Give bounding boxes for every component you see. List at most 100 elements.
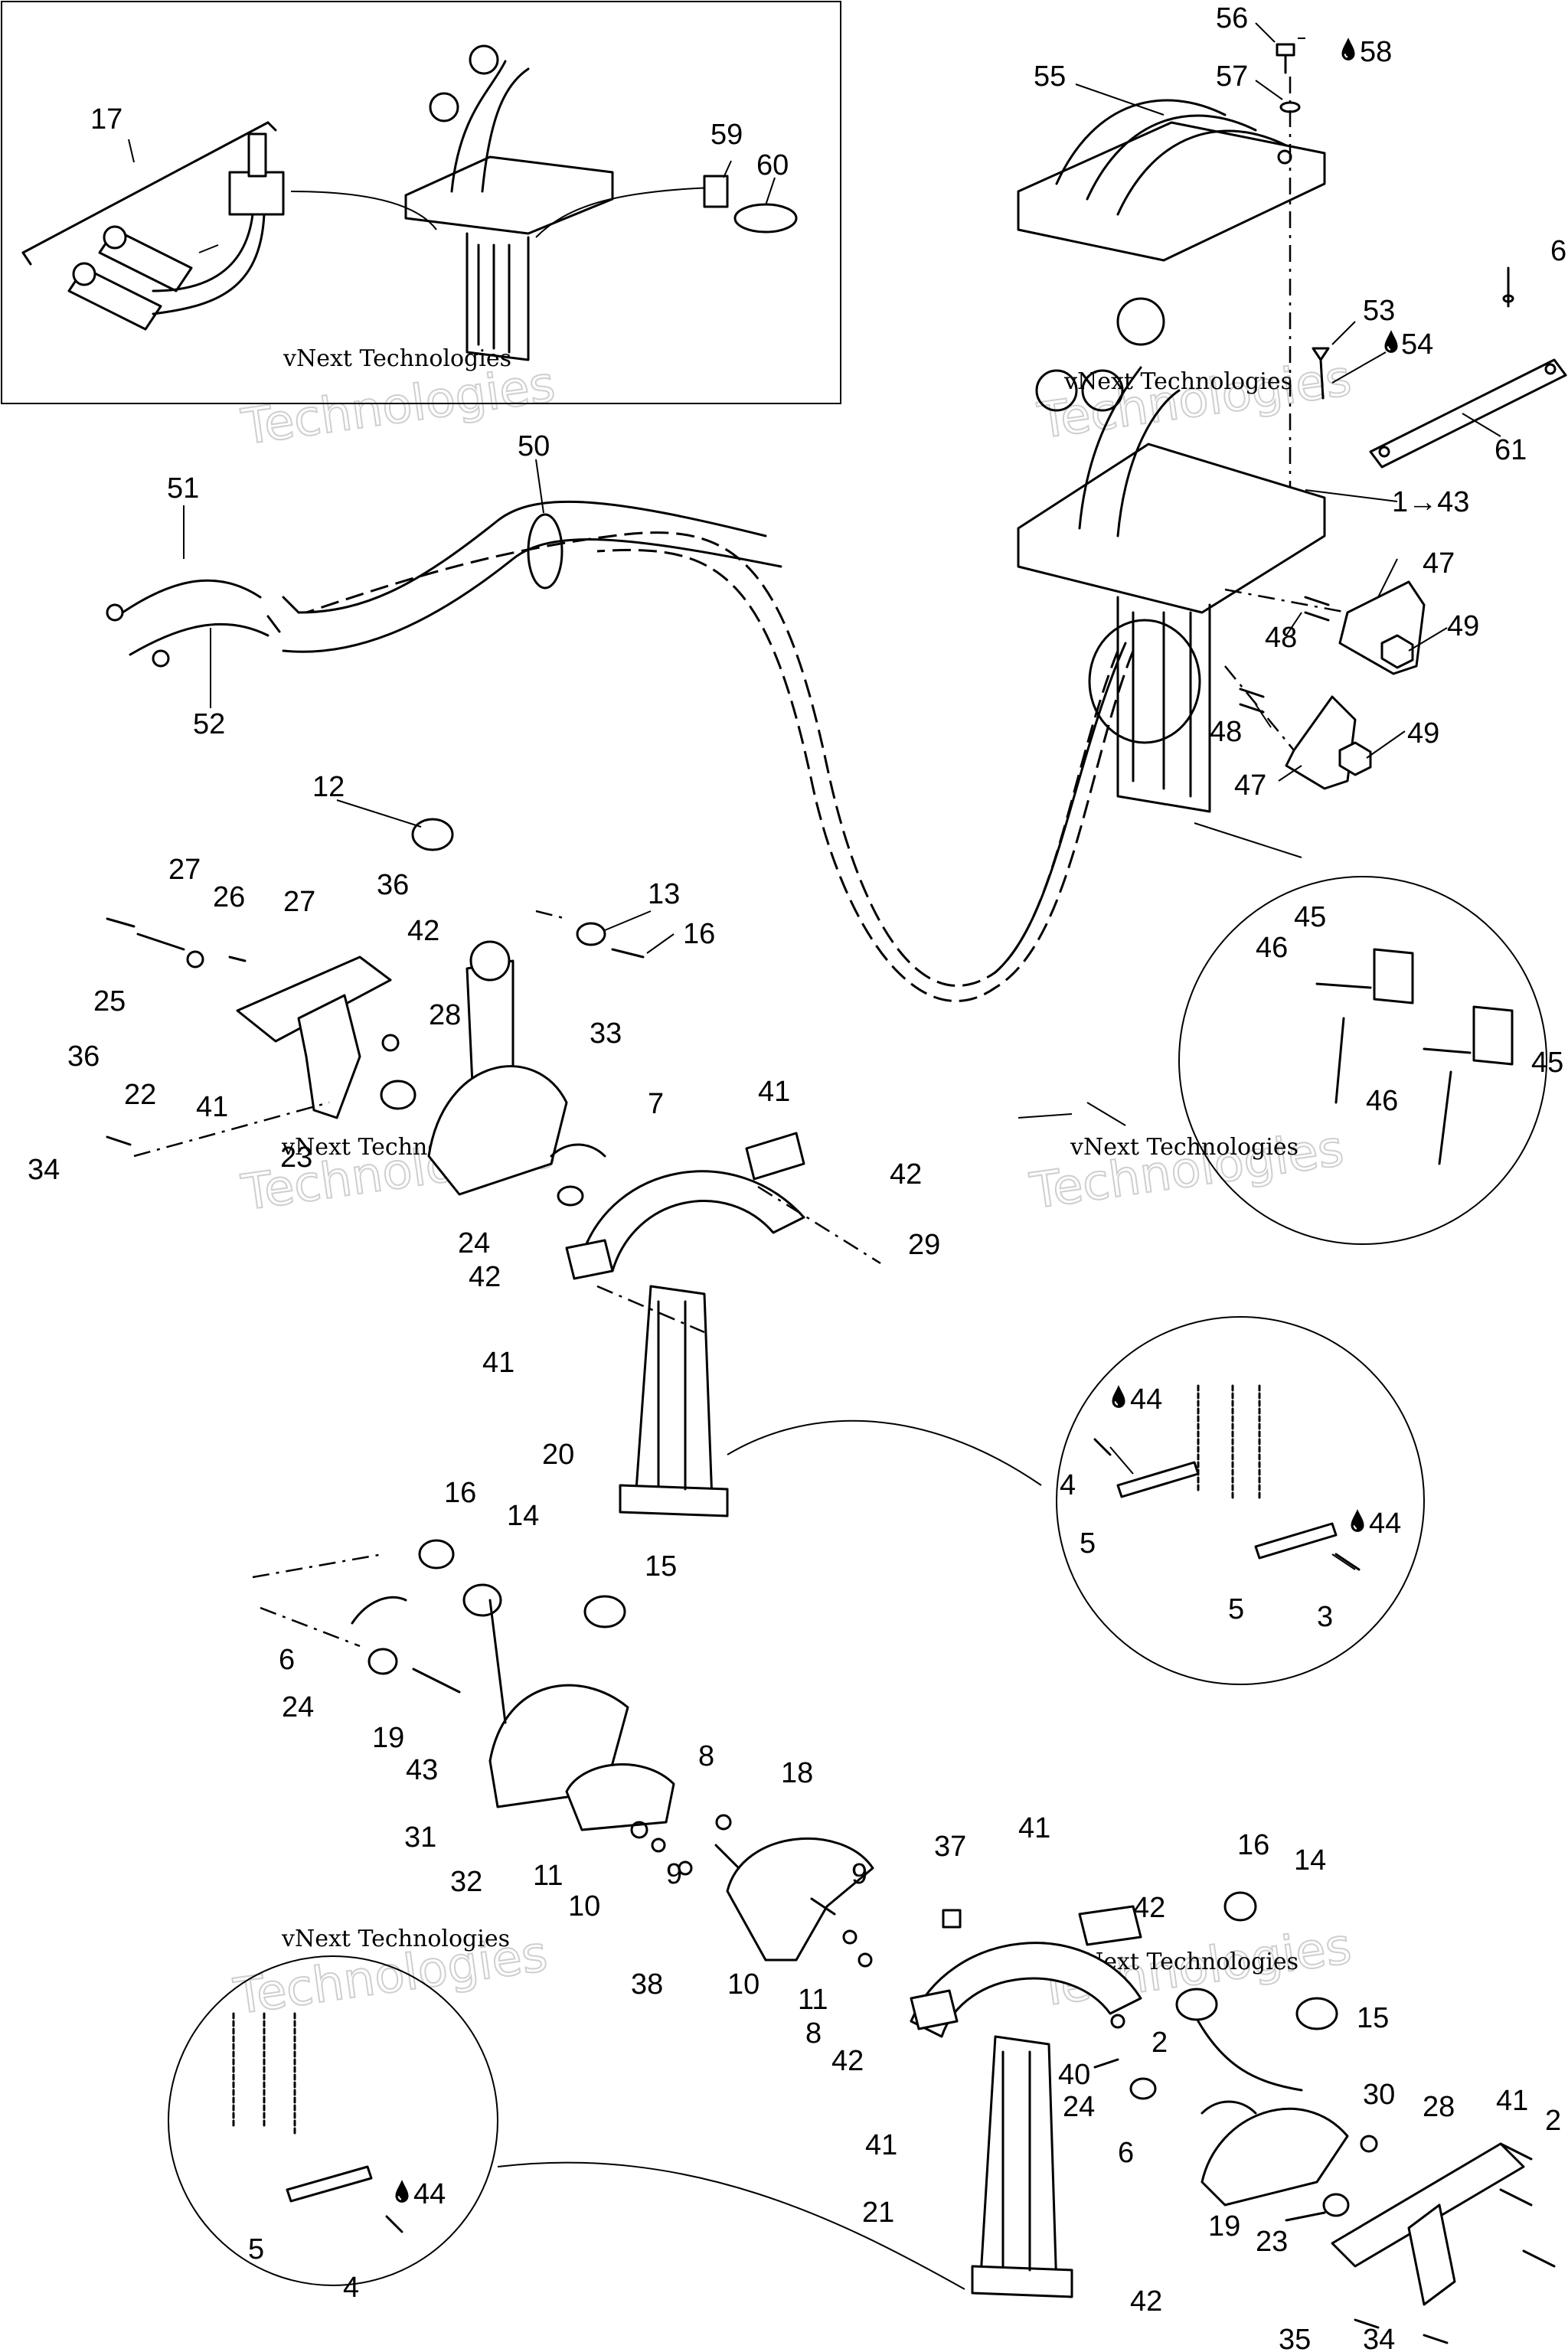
switch-knob-2: [72, 262, 96, 286]
support-21-ribs: [1001, 2050, 1031, 2272]
mount-23: [297, 994, 361, 1119]
quadrant-33: [427, 1065, 568, 1196]
arrow-to-support-21: [497, 2161, 965, 2290]
callout-50: 50: [518, 430, 550, 462]
nut-8: [630, 1821, 648, 1839]
support-20-arch: [580, 1170, 805, 1272]
pin-19: [412, 1668, 461, 1694]
leader-55: [1075, 83, 1165, 116]
bushing-24-lower: [1129, 2077, 1157, 2100]
tie-wrap-60: [733, 203, 798, 234]
support-21: [910, 1905, 1142, 2298]
inset-base-plate: [404, 155, 614, 235]
callout-15-a: 15: [645, 1550, 677, 1583]
callout-61: 61: [1494, 434, 1527, 466]
callout-21: 21: [862, 2197, 894, 2229]
clip-6-lower: [1200, 2100, 1257, 2115]
support-20-tab-right: [745, 1132, 805, 1181]
callout-24-b: 24: [282, 1691, 314, 1723]
quadrant-30: [1200, 2107, 1349, 2207]
screw-shank: [1319, 358, 1325, 400]
callout-42-b: 42: [890, 1158, 922, 1191]
connector-plug: [247, 132, 267, 178]
callout-12: 12: [312, 771, 345, 803]
callout-2-a: 2: [1152, 2027, 1168, 2059]
callout-55: 55: [1034, 60, 1066, 93]
support-21-tab-right: [1078, 1905, 1142, 1946]
callout-5-a: 5: [1080, 1527, 1096, 1560]
callout-42-d: 42: [1133, 1892, 1165, 1924]
washer-13: [576, 922, 606, 946]
callout-20: 20: [542, 1439, 574, 1471]
callout-17: 17: [90, 103, 122, 136]
callout-41-b: 41: [758, 1076, 790, 1108]
callout-58: 58: [1360, 36, 1392, 68]
callout-6-top: 6: [1550, 235, 1566, 267]
callout-6-b: 6: [279, 1644, 295, 1676]
callout-45-b: 45: [1531, 1047, 1563, 1079]
bolt-48-upper: [1304, 596, 1330, 622]
screw-34-upper: [106, 1135, 132, 1146]
cables: [106, 500, 1135, 1003]
callout-22: 22: [124, 1079, 156, 1111]
callout-52: 52: [193, 708, 225, 740]
detail-circle-bottom-left: [168, 1955, 965, 2290]
detent-38: [726, 1837, 874, 1962]
callout-57: 57: [1216, 60, 1248, 93]
rivet-6-top: [1502, 266, 1514, 308]
ring-14-right: [1223, 1891, 1257, 1922]
callout-42-a: 42: [407, 915, 439, 947]
inset-lever-ring-1: [429, 92, 459, 122]
callout-14-a: 14: [507, 1500, 539, 1532]
grip-15: [1175, 1988, 1218, 2021]
callout-53: 53: [1363, 295, 1395, 327]
callout-49-lower: 49: [1407, 717, 1439, 750]
screws-46: [1315, 982, 1472, 1054]
callout-43: 43: [406, 1754, 438, 1786]
screw-56: [1276, 43, 1295, 74]
control-levers: [1078, 366, 1181, 537]
callout-36-a: 36: [377, 869, 409, 901]
leader-44-upper: [1109, 1446, 1134, 1475]
leader-57: [1255, 80, 1283, 100]
nut-49-upper: [1380, 634, 1414, 669]
bushing-24-upper: [380, 1080, 416, 1110]
callout-44-c: 44: [413, 2178, 446, 2210]
pin-19-lower: [1285, 2211, 1326, 2222]
screw-lead: [198, 244, 219, 253]
callout-13: 13: [648, 878, 680, 910]
callout-34-b: 34: [1363, 2324, 1395, 2352]
callout-16-b: 16: [444, 1477, 476, 1509]
callout-9-a: 9: [666, 1858, 682, 1890]
callout-41-c: 41: [482, 1347, 514, 1379]
leader-50: [535, 459, 544, 514]
plate-45-upper: [1373, 948, 1414, 1004]
cable-ends: [121, 579, 270, 656]
ball-11-right: [842, 1929, 858, 1945]
support-21-column: [978, 2035, 1058, 2291]
screws-34-35: [1354, 2318, 1449, 2344]
callout-25: 25: [93, 985, 126, 1018]
inset-lever-ring-2: [469, 44, 499, 75]
control-base-plate: [1017, 443, 1326, 614]
callout-23-a: 23: [280, 1142, 312, 1174]
callout-41-f: 41: [865, 2129, 897, 2161]
screw-head: [1312, 347, 1330, 361]
leader-54: [1331, 351, 1387, 384]
callout-5-c: 5: [248, 2233, 264, 2265]
plate-5-bottom: [286, 2165, 373, 2203]
callout-9-b: 9: [851, 1858, 867, 1890]
oil-drop-icon: [394, 2179, 410, 2203]
callout-2-b: 2: [1545, 2105, 1561, 2137]
switch-1: [98, 228, 193, 292]
inset-frame: [1, 1, 841, 404]
screw-head: [1276, 43, 1295, 57]
callout-1-43: 1→43: [1392, 486, 1469, 518]
callout-37: 37: [934, 1831, 966, 1863]
axis-lines-port: [133, 910, 567, 1158]
detail-circle-outline: [1056, 1316, 1425, 1685]
leader-16-upper: [646, 933, 675, 954]
callout-16-a: 16: [683, 918, 715, 950]
bracket-22: [236, 956, 392, 1043]
callout-59: 59: [710, 119, 743, 151]
